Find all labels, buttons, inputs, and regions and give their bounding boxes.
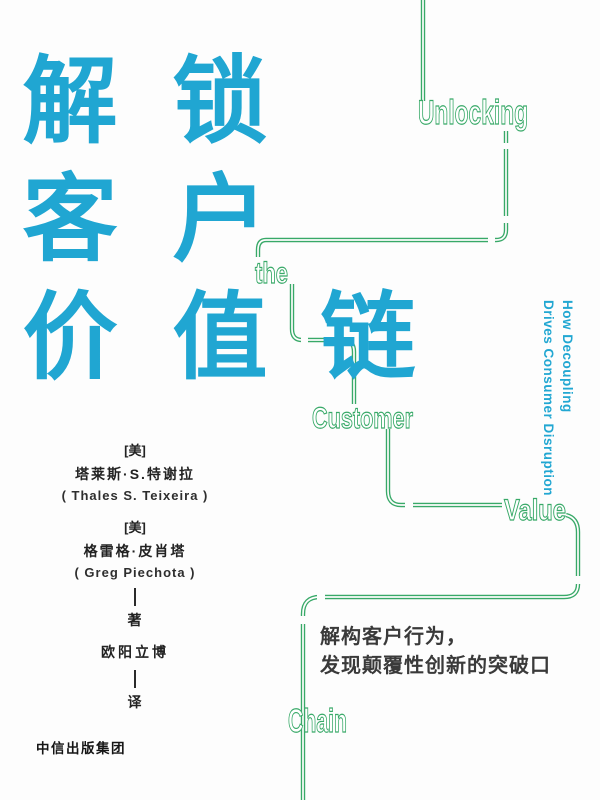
translator-name: 欧阳立博 [101, 644, 169, 660]
english-word-value: Value [504, 494, 566, 527]
author1-name-en: ( Thales S. Teixeira ) [61, 488, 209, 503]
chain-line-segments [255, 0, 581, 800]
english-word-customer: Customer [312, 402, 413, 435]
subtitle-line1: How Decoupling [560, 300, 575, 413]
title-char-lian: 链 [320, 285, 416, 391]
author2-origin: [美] [124, 520, 146, 535]
author1-origin: [美] [124, 443, 146, 458]
role-translator-label: 译 [127, 694, 143, 710]
tagline-line1: 解构客户行为， [320, 626, 467, 648]
author1-name-cn: 塔莱斯·S.特谢拉 [75, 466, 195, 482]
chain-link-gaps [299, 143, 582, 624]
role-author-label: 著 [127, 612, 143, 628]
author2-name-cn: 格雷格·皮肖塔 [83, 543, 187, 559]
vertical-english-subtitle: How Decoupling Drives Consumer Disruptio… [539, 300, 577, 558]
author-block: [美] 塔莱斯·S.特谢拉 ( Thales S. Teixeira ) [美]… [40, 438, 230, 712]
separator-line [134, 588, 136, 606]
english-word-the: the [255, 257, 288, 290]
publisher-name: 中信出版集团 [36, 741, 126, 756]
english-word-chain: Chain [288, 702, 347, 739]
title-char-jie: 解 [22, 49, 118, 155]
english-word-unlocking: Unlocking [418, 94, 528, 132]
tagline-line2: 发现颠覆性创新的突破口 [320, 655, 551, 677]
title-char-suo: 锁 [172, 49, 268, 155]
title-char-ke: 客 [22, 167, 118, 273]
tagline: 解构客户行为， 发现颠覆性创新的突破口 [320, 623, 580, 681]
title-char-hu: 户 [172, 167, 268, 273]
subtitle-line2: Drives Consumer Disruption [541, 300, 556, 497]
author2-name-en: ( Greg Piechota ) [74, 565, 196, 580]
title-char-zhi: 值 [172, 285, 268, 391]
separator-line [134, 670, 136, 688]
title-char-jia: 价 [22, 285, 118, 391]
